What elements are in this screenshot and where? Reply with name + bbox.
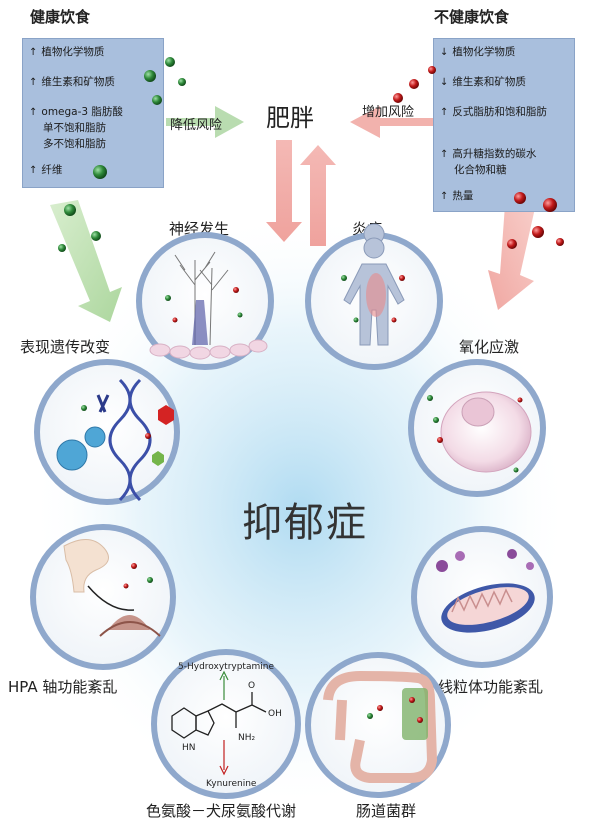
- unhealthy-diet-title: 不健康饮食: [434, 8, 510, 26]
- oxidative-stress-label: 氧化应激: [459, 338, 520, 356]
- epigenetic-label: 表现遗传改变: [20, 338, 111, 356]
- tryptophan-circle: 5-Hydroxytryptamine Kynurenine OH O NH₂ …: [151, 649, 301, 799]
- neurogenesis-circle: [136, 232, 274, 370]
- molecule-nh2-label: NH₂: [238, 733, 256, 743]
- obesity-label: 肥胖: [266, 104, 314, 132]
- molecule-top-label: 5-Hydroxytryptamine: [178, 662, 274, 672]
- unhealthy-item-sugar: 化合物和糖: [454, 164, 507, 176]
- unhealthy-diet-panel: ↓植物化学物质 ↓维生素和矿物质 ↑反式脂肪和饱和脂肪 ↑高升糖指数的碳水 化合…: [433, 38, 575, 212]
- healthy-item-phytochemicals: ↑植物化学物质: [29, 46, 105, 58]
- mitochondria-label: 线粒体功能紊乱: [438, 678, 544, 696]
- healthy-item-fiber: ↑纤维: [29, 164, 63, 176]
- molecule-oh-label: OH: [268, 709, 282, 719]
- molecule-bottom-label: Kynurenine: [206, 779, 257, 789]
- unhealthy-item-vitamins: ↓维生素和矿物质: [440, 76, 526, 88]
- unhealthy-item-phytochemicals: ↓植物化学物质: [440, 46, 516, 58]
- microbiota-circle: [305, 652, 451, 798]
- raise-risk-label: 增加风险: [362, 105, 415, 120]
- healthy-diet-panel: ↑植物化学物质 ↑维生素和矿物质 ↑omega-3 脂肪酸 单不饱和脂肪 多不饱…: [22, 38, 164, 188]
- healthy-item-omega3: ↑omega-3 脂肪酸: [29, 106, 123, 118]
- hpa-circle: [30, 524, 176, 670]
- hpa-label: HPA 轴功能紊乱: [8, 678, 118, 696]
- tryptophan-label: 色氨酸－犬尿氨酸代谢: [146, 802, 297, 820]
- molecule-hn-label: HN: [182, 743, 196, 753]
- epigenetic-circle: [34, 359, 180, 505]
- oxidative-stress-circle: [408, 359, 546, 497]
- healthy-diet-title: 健康饮食: [30, 8, 91, 26]
- lower-risk-label: 降低风险: [170, 118, 223, 133]
- healthy-item-pufa: 多不饱和脂肪: [43, 138, 106, 150]
- healthy-item-vitamins: ↑维生素和矿物质: [29, 76, 115, 88]
- inflammation-circle: [305, 223, 443, 370]
- microbiota-label: 肠道菌群: [356, 802, 417, 820]
- mitochondria-circle: [411, 526, 553, 668]
- molecule-o-label: O: [248, 681, 255, 691]
- depression-title: 抑郁症: [242, 500, 368, 546]
- healthy-item-mufa: 单不饱和脂肪: [43, 122, 106, 134]
- unhealthy-item-high-gi: ↑高升糖指数的碳水: [440, 148, 537, 160]
- unhealthy-item-calories: ↑热量: [440, 190, 474, 202]
- unhealthy-item-trans-fat: ↑反式脂肪和饱和脂肪: [440, 106, 547, 118]
- unhealthy-nutrient-balls: [393, 66, 564, 249]
- healthy-nutrient-balls: [58, 57, 186, 252]
